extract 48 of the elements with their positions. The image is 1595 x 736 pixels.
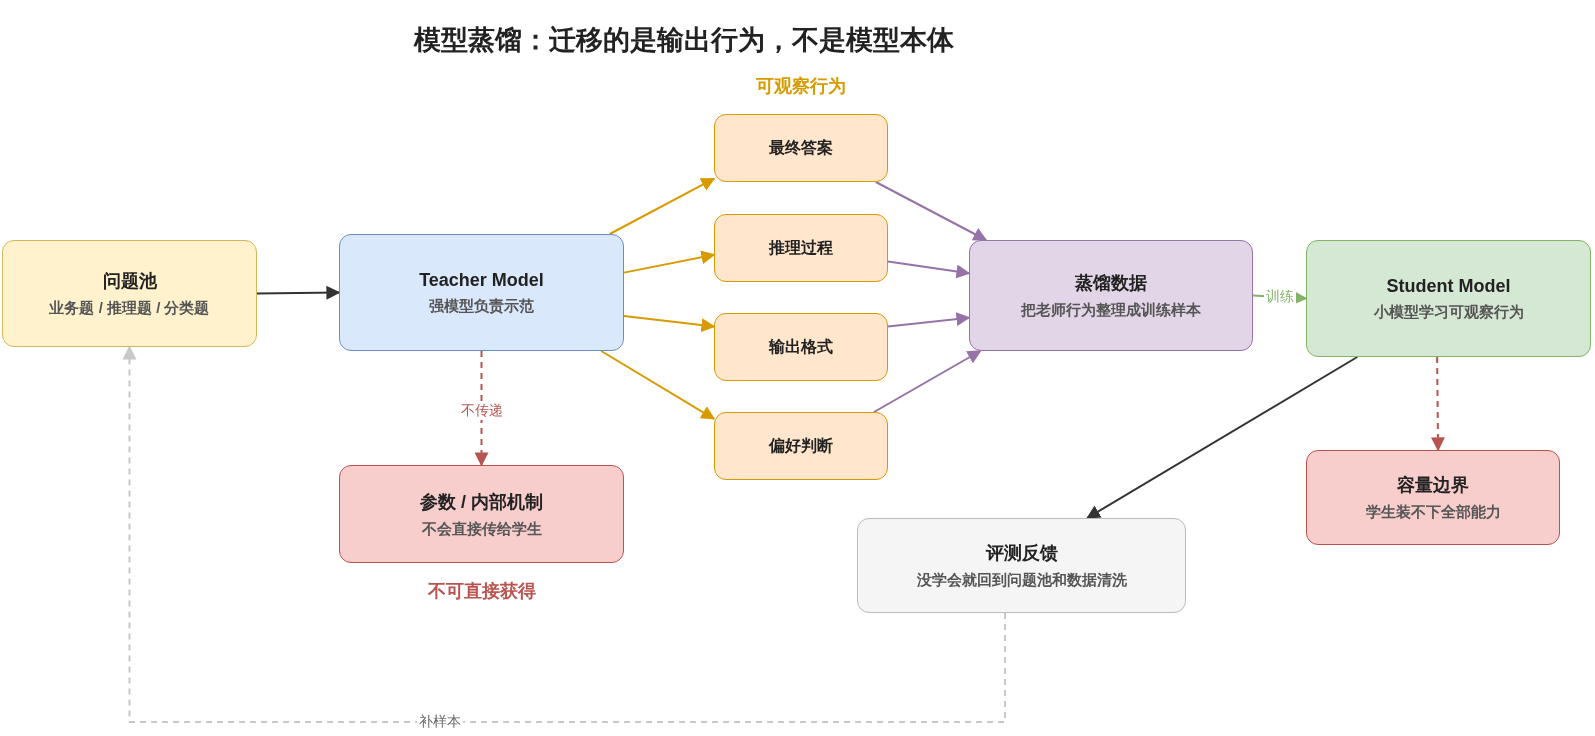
arrow (256, 285, 341, 300)
node-description: 没学会就回到问题池和数据清洗 (916, 571, 1127, 590)
node-heading: 输出格式 (769, 336, 833, 357)
arrow (122, 345, 1007, 723)
process-box (339, 465, 624, 563)
arrow (600, 350, 716, 420)
arrow (874, 181, 988, 241)
node-heading: 参数 / 内部机制 (420, 490, 543, 514)
node-description: 强模型负责示范 (429, 296, 534, 316)
arrow (623, 250, 716, 274)
arrow (474, 350, 489, 467)
diagram-title: 模型蒸馏：迁移的是输出行为，不是模型本体 (412, 24, 955, 57)
node-heading: Teacher Model (419, 269, 544, 291)
arrow (873, 350, 982, 413)
node-heading: 问题池 (102, 270, 157, 293)
node-heading: 蒸馏数据 (1075, 272, 1147, 295)
node-description: 小模型学习可观察行为 (1373, 302, 1524, 322)
arrow (608, 177, 716, 235)
arrow (623, 314, 716, 333)
arrow (887, 260, 971, 279)
node-description: 业务题 / 推理题 / 分类题 (49, 299, 210, 318)
node-heading: 最终答案 (769, 137, 833, 158)
process-box (857, 518, 1186, 613)
arrow (887, 312, 971, 328)
process-box (714, 313, 888, 381)
process-box (1306, 240, 1591, 357)
node-heading: Student Model (1386, 275, 1511, 297)
arrow (1086, 356, 1359, 519)
process-box (714, 214, 888, 282)
process-box (1306, 450, 1560, 545)
process-box (2, 240, 257, 347)
node-heading: 偏好判断 (769, 435, 833, 456)
process-box (969, 240, 1253, 351)
node-heading: 评测反馈 (985, 542, 1058, 565)
edge-label: 不传递 (458, 402, 505, 420)
arrow (1430, 356, 1445, 452)
process-box (714, 412, 888, 480)
node-description: 不会直接传给学生 (421, 519, 542, 539)
node-heading: 容量边界 (1397, 474, 1469, 497)
node-caption: 不可直接获得 (426, 580, 537, 603)
edge-label: 补样本 (417, 713, 463, 731)
node-heading: 推理过程 (769, 237, 833, 258)
process-box (339, 234, 624, 351)
process-box (714, 114, 888, 182)
node-description: 学生装不下全部能力 (1365, 503, 1501, 522)
edge-label: 训练 (1263, 288, 1296, 306)
node-description: 把老师行为整理成训练样本 (1021, 301, 1201, 320)
group-label: 可观察行为 (755, 75, 847, 98)
